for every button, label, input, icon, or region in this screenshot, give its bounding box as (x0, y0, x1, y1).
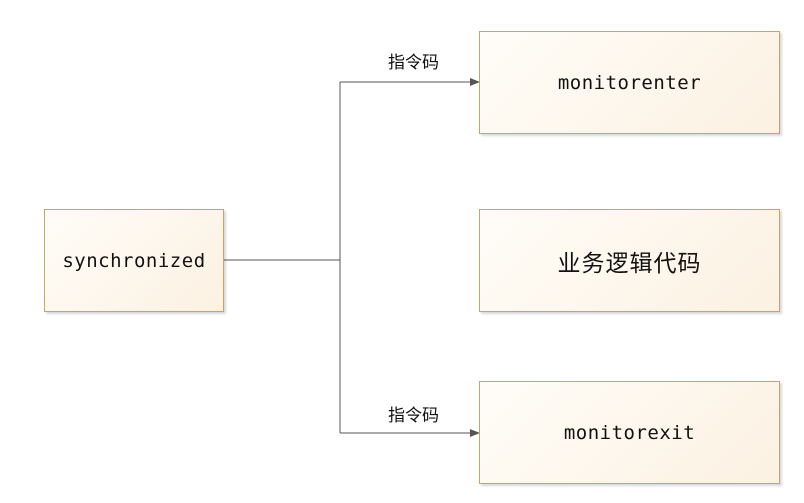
target-node-monitorenter: monitorenter (479, 31, 780, 134)
target-node-label-business-logic: 业务逻辑代码 (557, 250, 702, 277)
source-node-label: synchronized (62, 249, 206, 272)
source-node-synchronized: synchronized (44, 209, 224, 312)
target-node-monitorexit: monitorexit (479, 381, 780, 484)
target-node-label-monitorexit: monitorexit (563, 421, 696, 444)
edge-label-bottom: 指令码 (388, 406, 439, 426)
target-node-label-monitorenter: monitorenter (557, 71, 702, 94)
target-node-business-logic: 业务逻辑代码 (479, 209, 780, 312)
edge-label-top: 指令码 (388, 53, 439, 73)
